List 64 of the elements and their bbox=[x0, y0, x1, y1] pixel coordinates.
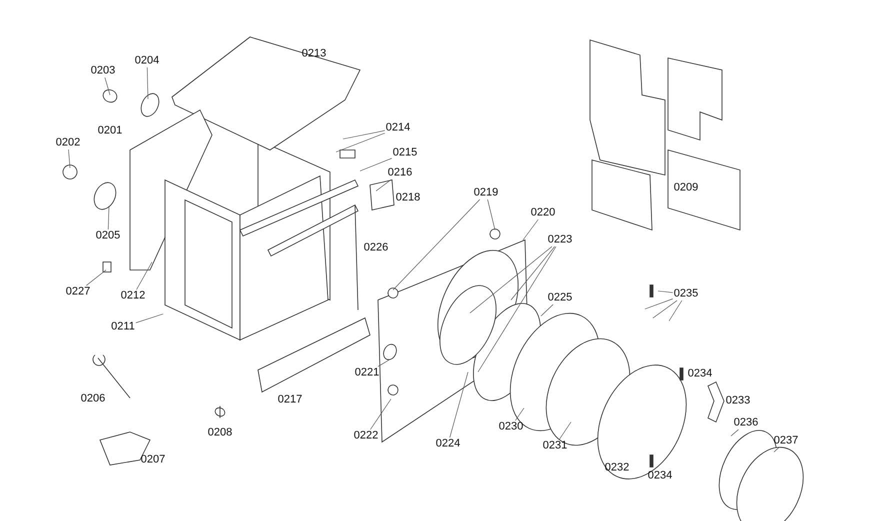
callout-number: 0204 bbox=[134, 56, 160, 66]
leader-line bbox=[370, 398, 392, 430]
callout-number: 0235 bbox=[674, 288, 698, 300]
callout-number: 0214 bbox=[386, 122, 410, 134]
callout-number: 0237 bbox=[774, 436, 798, 446]
callout-number: 0224 bbox=[436, 438, 460, 450]
leader-line bbox=[540, 304, 554, 316]
callout-number: 0236 bbox=[734, 418, 758, 428]
callout-number: 0202 bbox=[56, 138, 80, 148]
callout-number: 0223 bbox=[548, 234, 572, 246]
leader-line bbox=[522, 219, 538, 240]
callout-number: 0231 bbox=[542, 440, 568, 452]
callout-number: 0213 bbox=[302, 48, 326, 60]
callout-number: 0219 bbox=[474, 188, 498, 198]
callout-number: 0233 bbox=[726, 396, 750, 406]
callout-number: 0209 bbox=[674, 182, 698, 194]
leader-line bbox=[510, 246, 555, 300]
callout-number: 0217 bbox=[278, 394, 302, 406]
leader-line bbox=[146, 67, 148, 100]
leader-line bbox=[342, 130, 386, 140]
callout-number: 0211 bbox=[111, 322, 135, 332]
leader-line bbox=[470, 246, 552, 314]
leader-line bbox=[360, 158, 392, 172]
callout-number: 0232 bbox=[604, 462, 630, 474]
callout-number: 0208 bbox=[208, 428, 232, 438]
callout-number: 0225 bbox=[548, 292, 572, 304]
leader-line bbox=[450, 372, 468, 438]
leader-line bbox=[392, 199, 480, 290]
leader-line bbox=[68, 149, 70, 168]
leader-line bbox=[86, 270, 106, 286]
leader-line bbox=[104, 77, 110, 96]
callout-number: 0218 bbox=[396, 192, 420, 204]
leader-line bbox=[644, 298, 674, 310]
leader-line bbox=[487, 199, 496, 230]
leader-line bbox=[136, 314, 164, 324]
callout-number: 0222 bbox=[354, 430, 378, 442]
callout-number: 0205 bbox=[96, 230, 120, 242]
leader-line bbox=[378, 360, 390, 367]
callout-number: 0212 bbox=[120, 290, 146, 302]
callout-number: 0230 bbox=[498, 422, 524, 432]
leader-line bbox=[136, 262, 152, 290]
leader-line bbox=[559, 422, 572, 440]
callout-number: 0216 bbox=[388, 168, 412, 178]
callout-number: 0203 bbox=[90, 66, 116, 76]
callout-number: 0221 bbox=[354, 368, 380, 378]
leader-line bbox=[336, 132, 386, 152]
callout-number: 0234 bbox=[688, 368, 712, 380]
leader-line bbox=[658, 290, 674, 293]
callout-number: 0201 bbox=[98, 126, 122, 136]
leader-line bbox=[774, 447, 780, 452]
leader-line bbox=[515, 408, 524, 421]
callout-number: 0226 bbox=[364, 242, 388, 254]
leader-line bbox=[730, 429, 739, 436]
leader-line bbox=[376, 179, 392, 192]
leader-line bbox=[652, 300, 678, 318]
callout-number: 0220 bbox=[530, 208, 556, 218]
leader-line bbox=[478, 246, 556, 372]
callout-number: 0234 bbox=[648, 470, 672, 482]
callout-number: 0215 bbox=[392, 148, 418, 158]
callout-number: 0206 bbox=[80, 394, 106, 404]
leader-line bbox=[668, 300, 682, 322]
leader-line bbox=[108, 206, 110, 230]
callout-number: 0227 bbox=[66, 286, 90, 298]
callout-number: 0207 bbox=[140, 454, 166, 466]
